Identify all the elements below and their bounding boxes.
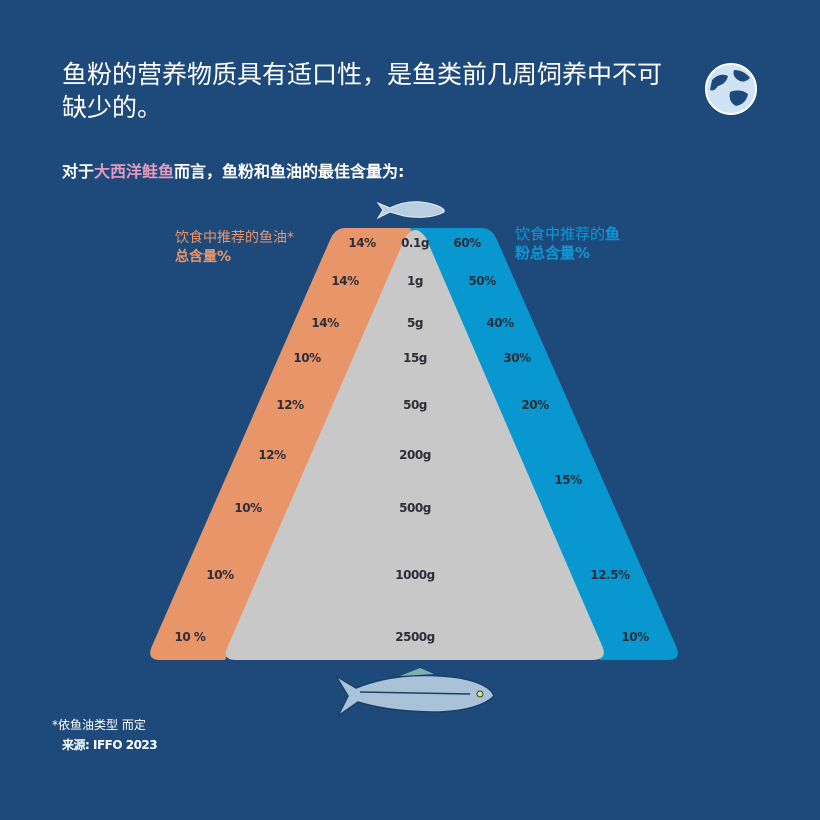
large-fish-icon	[335, 668, 495, 717]
size-value: 200g	[399, 448, 431, 462]
subtitle-suffix: 而言，鱼粉和鱼油的最佳含量为:	[174, 162, 405, 181]
size-value: 15g	[403, 351, 427, 365]
meal-value: 12.5%	[590, 568, 630, 582]
subtitle: 对于大西洋鲑鱼而言，鱼粉和鱼油的最佳含量为:	[62, 158, 404, 182]
fish-meal-label-bold: 鱼	[605, 225, 621, 243]
fish-meal-label-bold2: 粉	[515, 244, 531, 262]
size-value: 0.1g	[401, 236, 429, 250]
oil-value: 14%	[331, 274, 359, 288]
fish-meal-label: 饮食中推荐的鱼粉总含量%	[515, 225, 665, 263]
size-value: 500g	[399, 501, 431, 515]
size-value: 1000g	[395, 568, 435, 582]
meal-value: 20%	[521, 398, 549, 412]
oil-value: 14%	[311, 316, 339, 330]
oil-value: 12%	[258, 448, 286, 462]
oil-value: 10%	[234, 501, 262, 515]
subtitle-prefix: 对于	[62, 162, 95, 181]
meal-value: 30%	[503, 351, 531, 365]
fish-oil-label-line2: 总含量%	[175, 249, 232, 265]
source: 来源: IFFO 2023	[62, 738, 158, 752]
footnote: *依鱼油类型 而定	[52, 718, 146, 732]
oil-value: 10 %	[174, 630, 206, 644]
fish-size-band	[225, 230, 604, 660]
oil-value: 10%	[206, 568, 234, 582]
oil-value: 14%	[348, 236, 376, 250]
size-value: 50g	[403, 398, 427, 412]
fish-oil-band	[150, 228, 420, 660]
fish-meal-label-rest: 总含量%	[530, 244, 591, 262]
size-value: 1g	[407, 274, 423, 288]
fish-meal-band	[410, 228, 678, 660]
globe-icon	[705, 63, 757, 115]
subtitle-highlight: 大西洋鲑鱼	[94, 162, 175, 181]
meal-value: 15%	[554, 473, 582, 487]
size-value: 2500g	[395, 630, 435, 644]
meal-value: 50%	[468, 274, 496, 288]
meal-value: 10%	[621, 630, 649, 644]
page-title: 鱼粉的营养物质具有适口性，是鱼类前几周饲养中不可缺少的。	[62, 60, 663, 122]
oil-value: 12%	[276, 398, 304, 412]
fish-oil-label: 饮食中推荐的鱼油* 总含量%	[175, 229, 294, 267]
meal-value: 60%	[453, 236, 481, 250]
meal-value: 40%	[486, 316, 514, 330]
small-fish-icon	[376, 201, 445, 220]
size-value: 5g	[407, 316, 423, 330]
fish-meal-label-text: 饮食中推荐的	[515, 225, 606, 243]
fish-oil-label-line1: 饮食中推荐的鱼油*	[175, 230, 294, 246]
oil-value: 10%	[293, 351, 321, 365]
